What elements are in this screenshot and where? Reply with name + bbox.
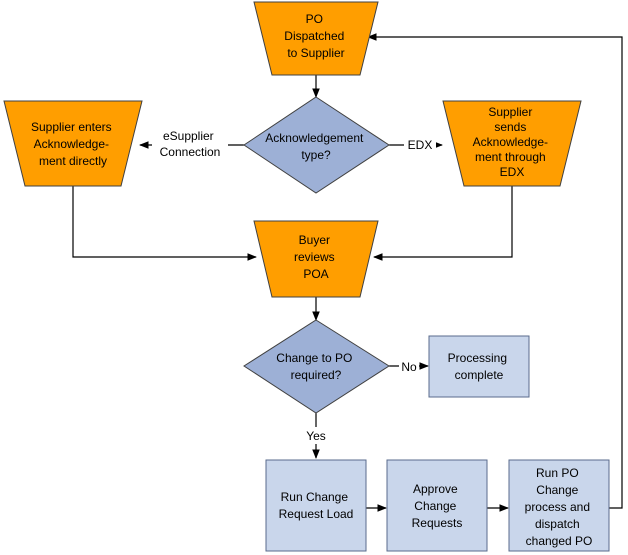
edge-supplier-enters-to-buyer	[72, 186, 257, 261]
node-buyer-reviews: Buyer reviews POA	[253, 220, 379, 298]
po-dispatched-text: PO Dispatched to Supplier	[284, 12, 347, 60]
no-label-bg	[399, 358, 419, 375]
node-supplier-enters: Supplier enters Acknowledge- ment direct…	[3, 100, 143, 187]
node-run-po-change: Run PO Change process and dispatch chang…	[508, 459, 610, 552]
change-required-text: Change to PO required?	[276, 351, 355, 382]
edge-run-po-back-to-dispatch	[367, 33, 623, 509]
node-approve-change-requests: Approve Change Requests	[386, 459, 488, 552]
edge-supplier-sends-to-buyer	[373, 186, 513, 261]
edx-label: EDX	[408, 138, 433, 152]
buyer-reviews-text: Buyer reviews POA	[294, 233, 338, 281]
node-processing-complete: Processing complete	[428, 335, 530, 398]
run-po-change-text: Run PO Change process and dispatch chang…	[525, 466, 594, 548]
acknowledgement-type-text: Acknowledgement type?	[265, 131, 366, 162]
node-supplier-sends: Supplier sends Acknowledge- ment through…	[442, 100, 582, 187]
yes-label: Yes	[306, 429, 326, 443]
node-po-dispatched: PO Dispatched to Supplier	[253, 1, 379, 76]
esupplier-connection-label: eSupplier Connection	[160, 129, 221, 159]
yes-label-bg	[300, 427, 332, 444]
processing-complete-text: Processing complete	[448, 351, 511, 382]
node-run-change-request-load: Run Change Request Load	[265, 459, 367, 552]
node-acknowledgement-type: Acknowledgement type?	[243, 96, 390, 194]
no-label: No	[401, 360, 417, 374]
edx-label-bg	[404, 136, 436, 153]
supplier-sends-text: Supplier sends Acknowledge- ment through…	[473, 105, 552, 179]
esupplier-label-bg	[152, 125, 228, 161]
run-change-request-load-text: Run Change Request Load	[279, 490, 354, 521]
approve-change-requests-text: Approve Change Requests	[412, 482, 463, 530]
supplier-enters-text: Supplier enters Acknowledge- ment direct…	[31, 120, 115, 168]
node-change-required: Change to PO required?	[243, 319, 390, 414]
